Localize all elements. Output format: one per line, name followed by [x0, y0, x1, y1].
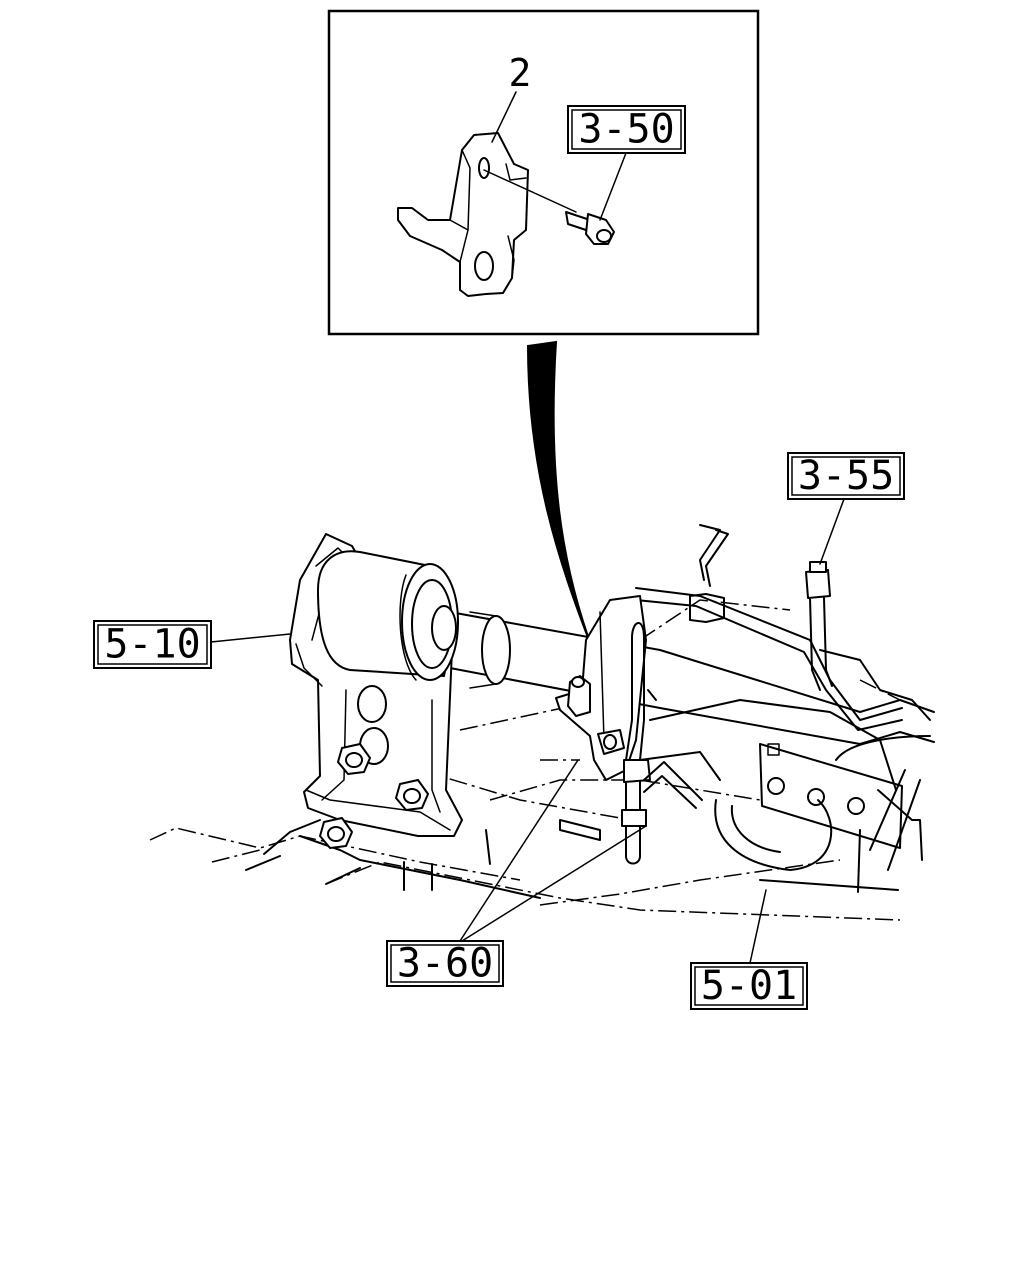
- leader-5-01: [749, 889, 767, 964]
- leader-3-55: [819, 498, 845, 565]
- vertical-pipe: [559, 622, 703, 865]
- callout-5-10-label: 5-10: [104, 622, 200, 668]
- detail-inset: 2 3-50: [327, 9, 760, 336]
- pipe-clip-bracket: [555, 595, 647, 781]
- callout-3-60[interactable]: 3-60: [386, 940, 504, 987]
- callout-3-50[interactable]: 3-50: [567, 105, 686, 154]
- frame-assembly: [149, 524, 935, 921]
- callout-5-01-label: 5-01: [701, 963, 797, 1009]
- leader-5-10: [210, 633, 291, 643]
- part-number-2: 2: [509, 51, 532, 95]
- brake-line-fitting: [805, 561, 833, 691]
- callout-5-01[interactable]: 5-01: [690, 962, 808, 1010]
- bolt: [483, 169, 615, 245]
- leader-3-50: [599, 152, 627, 221]
- callout-5-10[interactable]: 5-10: [93, 620, 212, 669]
- leader-3-60-a: [459, 759, 579, 942]
- bracket-part: [397, 132, 529, 297]
- callout-3-60-label: 3-60: [397, 941, 493, 987]
- leader-part-2: [491, 91, 517, 143]
- leader-3-60-b: [461, 825, 647, 942]
- stabilizer-bracket-mount: [289, 533, 511, 849]
- callout-3-55-label: 3-55: [798, 453, 894, 499]
- detail-pointer-arrow: [526, 340, 593, 649]
- callout-3-55[interactable]: 3-55: [787, 452, 905, 500]
- callout-3-50-label: 3-50: [578, 107, 674, 153]
